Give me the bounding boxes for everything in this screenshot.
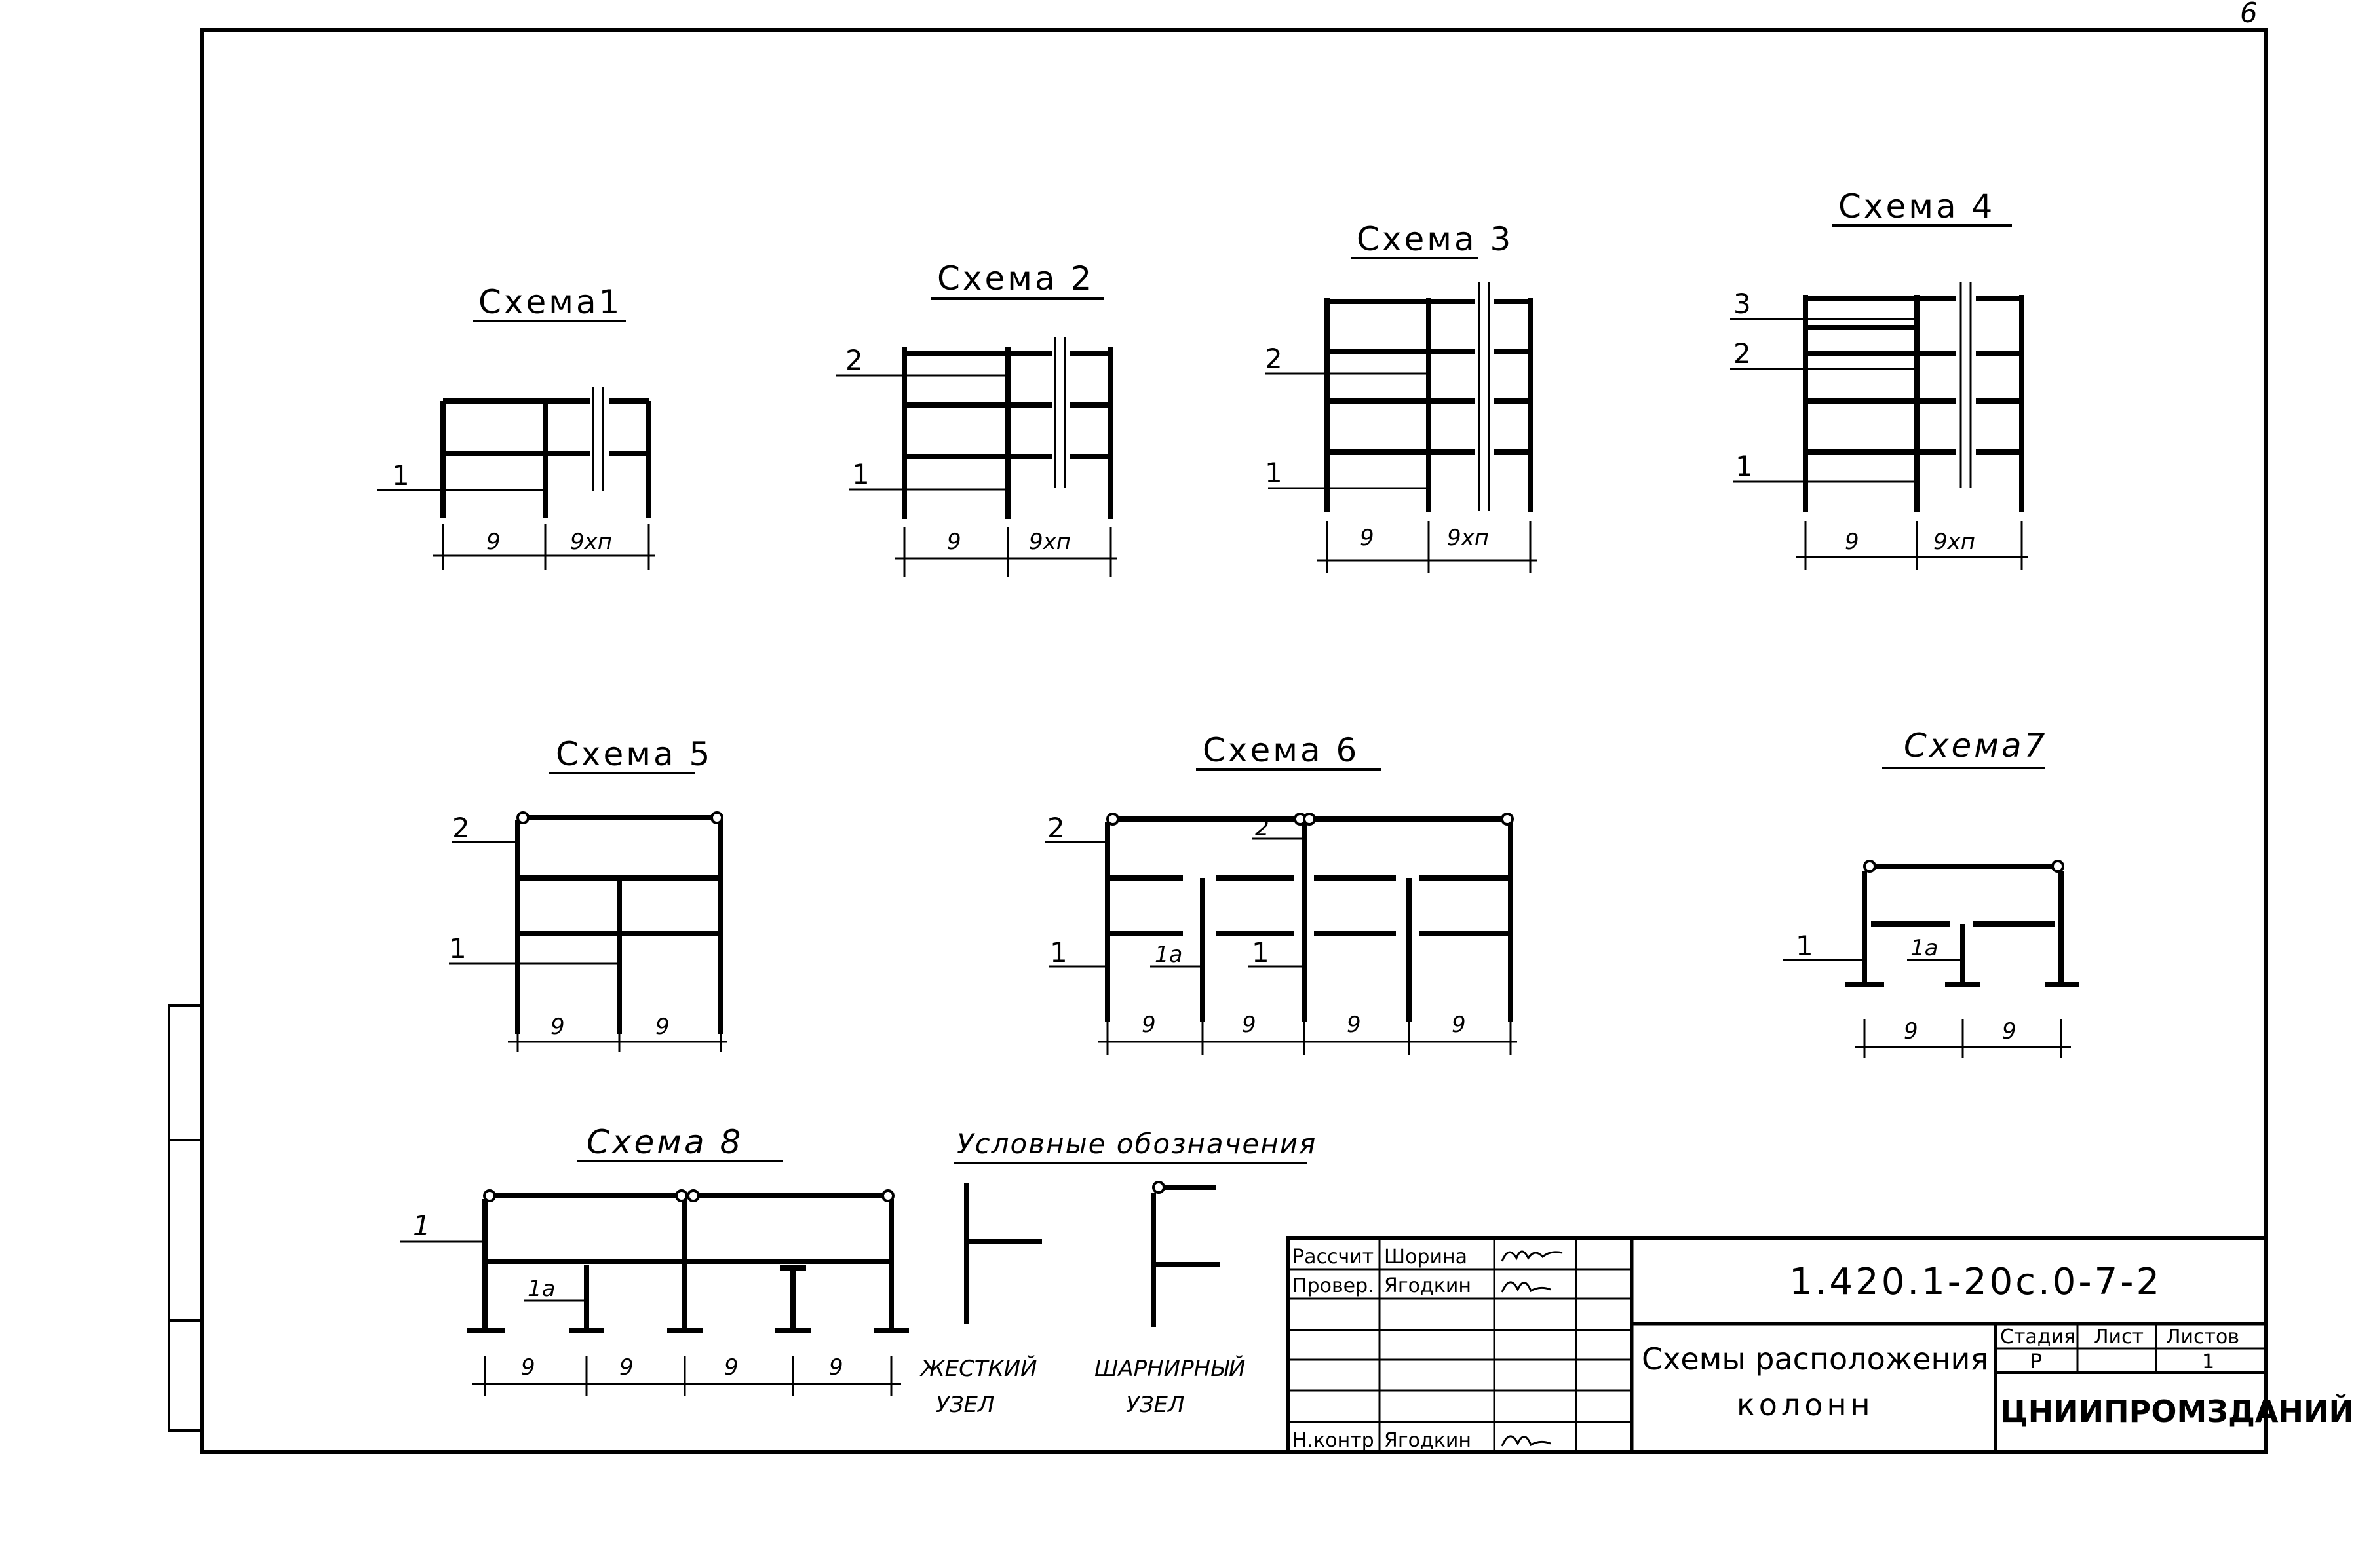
mark-label: 1a [1155,942,1182,968]
dim-label: 9 [1142,1012,1156,1038]
rigid-node-label: УЗЕЛ [936,1392,995,1418]
mark-label: 1 [1050,936,1068,968]
scheme-4: Схема 4 [1730,187,2028,570]
tb-col-sheets: Листов [2166,1326,2239,1348]
mark-label: 1 [1796,930,1813,962]
organization: ЦНИИПРОМЗДАНИЙ [2000,1394,2354,1429]
dim-label: 9 [2002,1018,2016,1044]
dim-label: 9 [829,1354,843,1381]
tb-role: Провер. [1292,1274,1374,1297]
mark-label: 1 [449,932,467,965]
scheme-1: Схема1 1 9 9хп [377,283,655,570]
mark-label: 2 [1733,337,1751,370]
drawing-frame [168,28,2268,1454]
scheme-title: Схема 8 [587,1123,743,1161]
tb-col-sheet: Лист [2094,1326,2144,1348]
dim-label: 9 [1242,1012,1256,1038]
mark-label: 1 [392,459,410,491]
scheme-6: Схема 6 [1045,731,1517,1055]
dim-label: 9 [1360,525,1374,551]
dim-label: 9хп [1029,529,1071,555]
dim-label: 9хп [1447,525,1489,551]
tb-name: Ягодкин [1384,1429,1471,1452]
mark-label: 1a [528,1276,555,1302]
sheet-title: колонн [1737,1387,1874,1423]
dim-label: 9 [619,1354,634,1381]
mark-label: 1 [413,1210,431,1242]
hinged-node-label: УЗЕЛ [1126,1392,1185,1418]
dim-label: 9хп [570,529,612,555]
dim-label: 9 [521,1354,535,1381]
scheme-5: Схема 5 2 1 9 9 [449,735,727,1052]
scheme-title: Схема7 [1904,727,2047,765]
dim-label: 9 [655,1014,670,1040]
mark-label: 2 [1047,812,1065,844]
dim-label: 9 [724,1354,739,1381]
scheme-title: Схема 5 [556,735,712,773]
title-block: Рассчит Шорина Провер. Ягодкин Н.контр Я… [1286,1236,2354,1454]
mark-label: 1 [1265,457,1283,489]
dim-label: 9 [947,529,961,555]
sheet-title: Схемы расположения [1642,1341,1988,1377]
scheme-title: Схема 4 [1838,187,1995,225]
drawing-code: 1.420.1-20с.0-7-2 [1789,1261,2162,1303]
mark-label: 1 [1735,450,1753,482]
dim-label: 9 [1347,1012,1361,1038]
dim-label: 9 [486,529,501,555]
mark-label: 2 [1255,815,1269,841]
mark-label: 2 [452,812,470,844]
scheme-title: Схема 2 [937,259,1094,297]
page-number: 6 [2240,0,2258,29]
legend-title: Условные обозначения [957,1128,1317,1160]
hinged-node-label: ШАРНИРНЫЙ [1094,1355,1245,1382]
mark-label: 1a [1910,935,1938,961]
rigid-node-symbol [964,1183,1042,1324]
mark-label: 2 [1265,343,1283,375]
scheme-2: Схема 2 2 1 9 9хп [836,259,1117,577]
scheme-7: Схема7 1 1a 9 9 [1783,727,2079,1058]
legend: Условные обозначения ЖЕСТКИЙ УЗЕЛ ШАРНИР… [919,1128,1317,1418]
hinged-node-symbol [1151,1181,1220,1327]
mark-label: 2 [845,344,863,376]
tb-role: Н.контр [1292,1429,1374,1452]
dim-label: 9 [1904,1018,1918,1044]
scheme-title: Схема1 [478,283,622,321]
signature [1501,1250,1563,1447]
tb-col-stage: Стадия [2000,1326,2075,1348]
tb-sheets-value: 1 [2202,1350,2214,1373]
mark-label: 3 [1733,288,1751,320]
dim-label: 9 [1452,1012,1466,1038]
tb-name: Ягодкин [1384,1274,1471,1297]
scheme-title: Схема 3 [1357,220,1513,258]
tb-stage-value: Р [2030,1350,2042,1373]
dim-label: 9 [550,1014,565,1040]
scheme-title: Схема 6 [1203,731,1359,769]
scheme-8: Схема 8 [400,1123,909,1396]
scheme-3: Схема 3 2 [1265,220,1537,573]
rigid-node-label: ЖЕСТКИЙ [919,1355,1037,1382]
dim-label: 9 [1845,529,1859,555]
tb-name: Шорина [1384,1246,1467,1269]
mark-label: 1 [1252,936,1269,968]
mark-label: 1 [852,458,870,490]
tb-role: Рассчит [1292,1246,1374,1269]
dim-label: 9хп [1933,529,1975,555]
